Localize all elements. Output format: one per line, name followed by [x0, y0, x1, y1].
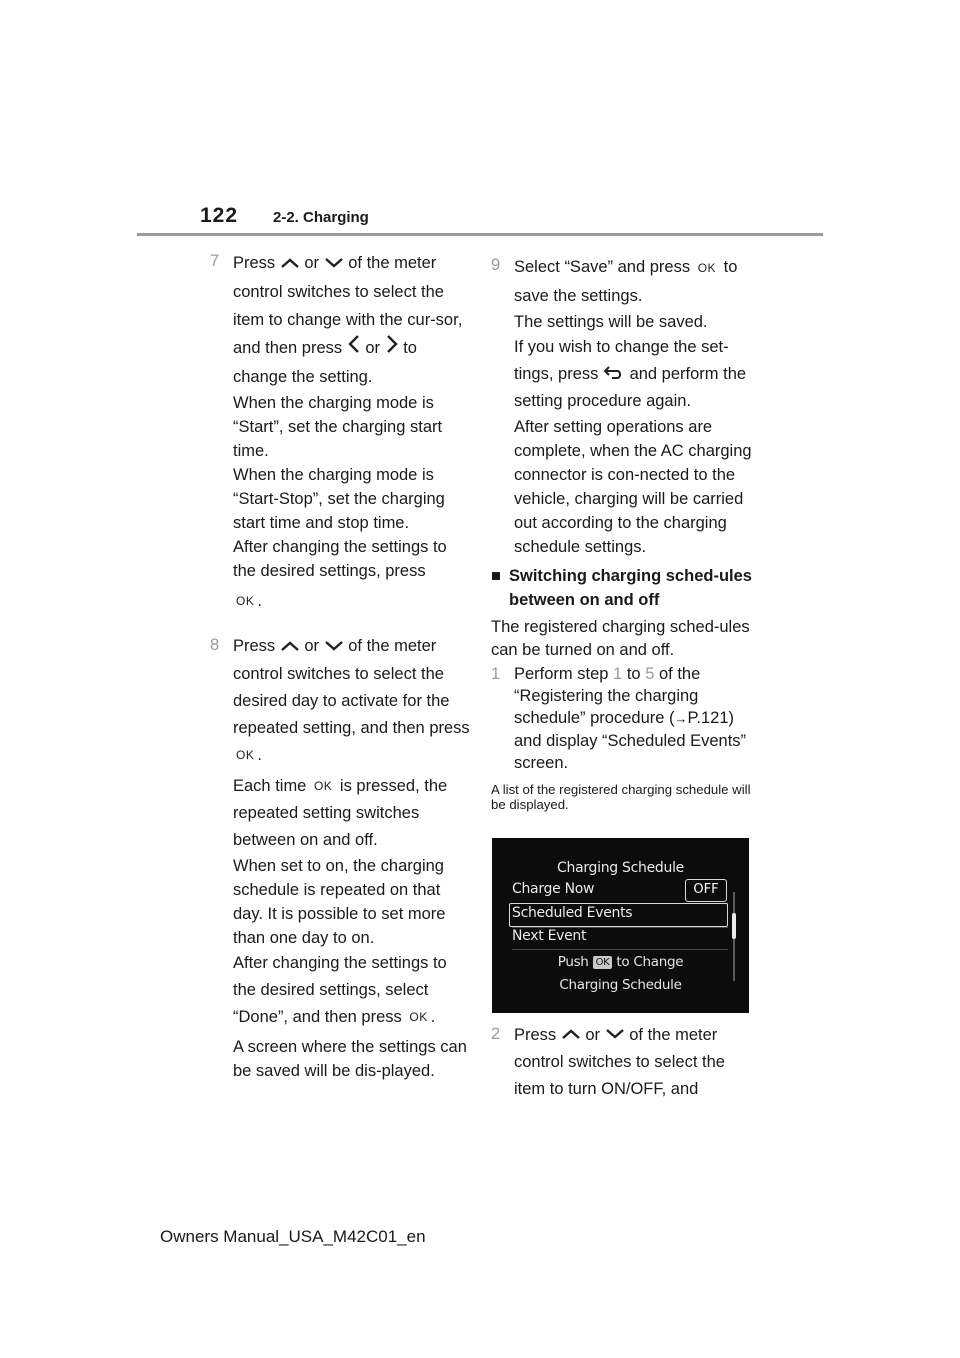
footer-text: Owners Manual_USA_M42C01_en — [160, 1227, 426, 1246]
left-column: 7 Press or of the meter control switches… — [210, 249, 472, 1083]
text: of the meter control switches to select … — [233, 254, 463, 357]
paragraph: When the charging mode is “Start-Stop”, … — [233, 465, 445, 532]
header-divider — [137, 233, 823, 236]
menu-item-next-event: Next Event — [512, 928, 587, 944]
selection-cursor — [509, 903, 728, 927]
step-number: 2 — [491, 1025, 501, 1043]
paragraph: After changing the settings to the desir… — [233, 950, 472, 1031]
text: of the “Registering the charging schedul… — [514, 664, 701, 727]
step-2: 2 Press or of the meter control switches… — [491, 1022, 756, 1103]
paragraph: Each time OK is pressed, the repeated se… — [233, 773, 472, 854]
paragraph: A screen where the settings can be saved… — [233, 1037, 467, 1080]
arrow-icon: → — [674, 710, 688, 726]
text: of the meter control switches to select … — [514, 1026, 725, 1099]
text: and perform the setting procedure again. — [514, 364, 747, 410]
menu-item-scheduled-events: Scheduled Events — [512, 905, 633, 921]
page-number: 122 — [200, 204, 239, 227]
step-text: Select “Save” and press OK to save the s… — [514, 253, 756, 310]
paragraph: When set to on, the charging schedule is… — [233, 856, 446, 947]
step-number: 1 — [491, 664, 501, 683]
subsection-heading: ■ Switching charging sched-ules between … — [491, 564, 756, 612]
page-link[interactable]: P.121) and display “Scheduled Events” sc… — [514, 708, 747, 772]
paragraph: After setting operations are complete, w… — [514, 417, 752, 556]
text: . — [430, 1007, 436, 1026]
step-number: 8 — [210, 636, 220, 655]
divider — [512, 927, 728, 928]
step-ref: 1 — [613, 664, 623, 683]
ok-icon: OK — [409, 1009, 428, 1024]
text: If you wish to change the set-tings, pre… — [514, 337, 729, 383]
step-8: 8 Press or of the meter control switches… — [210, 633, 472, 1083]
ok-icon: OK — [236, 594, 255, 609]
text: After changing the settings to the desir… — [233, 537, 447, 580]
ok-icon: OK — [697, 260, 717, 275]
ok-icon: OK — [236, 747, 255, 762]
text: Each time — [233, 776, 307, 795]
charging-schedule-screen: Charging Schedule Charge Now OFF Schedul… — [492, 838, 749, 1013]
menu-item-charge-now: Charge Now — [512, 881, 595, 897]
back-icon — [603, 361, 625, 388]
text: to Change — [616, 954, 684, 970]
step-text: Perform step 1 to 5 of the “Registering … — [514, 663, 756, 774]
text: Select “Save” and press — [514, 258, 691, 276]
right-icon — [385, 334, 399, 363]
down-icon — [605, 1022, 625, 1049]
text: . — [257, 591, 262, 610]
text: to — [626, 664, 641, 683]
text: Press — [514, 1026, 557, 1044]
step-text: Press or of the meter control switches t… — [233, 633, 472, 768]
up-icon — [280, 634, 300, 661]
step-ref: 5 — [645, 664, 655, 683]
screen-title: Charging Schedule — [557, 860, 684, 876]
section-title: 2-2. Charging — [273, 209, 369, 226]
text: is pressed, the repeated setting switche… — [233, 776, 448, 849]
right-column-bottom: 2 Press or of the meter control switches… — [491, 1022, 756, 1103]
down-icon — [324, 634, 344, 661]
divider — [512, 949, 728, 950]
step-9: 9 Select “Save” and press OK to save the… — [491, 253, 756, 559]
step-7: 7 Press or of the meter control switches… — [210, 249, 472, 613]
right-column: 9 Select “Save” and press OK to save the… — [491, 253, 756, 812]
text: Perform step — [514, 664, 609, 683]
text: Press — [233, 637, 276, 656]
heading-text: Switching charging sched-ules between on… — [509, 566, 752, 609]
text: or — [304, 254, 320, 272]
text: or — [304, 637, 320, 656]
text: or — [585, 1026, 601, 1044]
text: Push — [557, 954, 589, 970]
up-icon — [280, 250, 300, 278]
paragraph: If you wish to change the set-tings, pre… — [514, 334, 756, 415]
ok-icon: OK — [313, 778, 333, 793]
push-hint-line1: Push OK to Change — [492, 954, 749, 970]
step-1: 1 Perform step 1 to 5 of the “Registerin… — [491, 663, 756, 774]
step-text: Press or of the meter control switches t… — [233, 249, 472, 391]
text: of the meter control switches to select … — [233, 637, 470, 737]
intro-text: The registered charging sched-ules can b… — [491, 617, 750, 659]
text: After changing the settings to the desir… — [233, 953, 447, 1026]
scrollbar-thumb — [731, 913, 736, 939]
paragraph: The settings will be saved. — [514, 312, 708, 331]
text: to save the settings. — [514, 258, 738, 305]
push-hint-line2: Charging Schedule — [559, 977, 682, 993]
ok-icon: OK — [592, 956, 613, 969]
text: or — [365, 338, 381, 357]
left-icon — [347, 334, 361, 363]
step-number: 9 — [491, 256, 501, 274]
paragraph: When the charging mode is “Start”, set t… — [233, 393, 443, 460]
text: to change the setting. — [233, 338, 417, 386]
step-number: 7 — [210, 252, 220, 270]
off-toggle: OFF — [685, 879, 727, 902]
text: Press — [233, 254, 276, 272]
paragraph: After changing the settings to the desir… — [233, 535, 472, 614]
note-text: A list of the registered charging schedu… — [491, 781, 751, 812]
down-icon — [324, 250, 344, 278]
text: . — [257, 745, 262, 764]
up-icon — [561, 1022, 581, 1049]
step-text: Press or of the meter control switches t… — [514, 1022, 756, 1103]
bullet-icon: ■ — [491, 566, 501, 585]
